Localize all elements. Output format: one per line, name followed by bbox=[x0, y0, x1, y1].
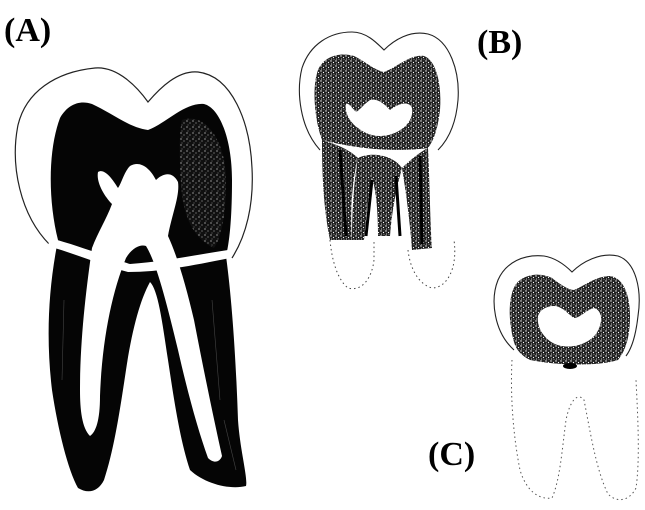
tooth-a bbox=[15, 68, 252, 491]
tooth-c-dark-spot bbox=[563, 363, 577, 369]
panel-label-b: (B) bbox=[477, 26, 522, 60]
tooth-c bbox=[494, 255, 639, 500]
tooth-b-root-apex-dotted bbox=[330, 240, 455, 289]
panel-label-c: (C) bbox=[428, 438, 475, 472]
tooth-b bbox=[299, 32, 458, 289]
panel-label-a: (A) bbox=[4, 14, 51, 48]
tooth-b-furcation bbox=[352, 155, 402, 240]
tooth-b-root-distal bbox=[402, 148, 432, 250]
tooth-c-roots-dotted bbox=[511, 360, 638, 500]
